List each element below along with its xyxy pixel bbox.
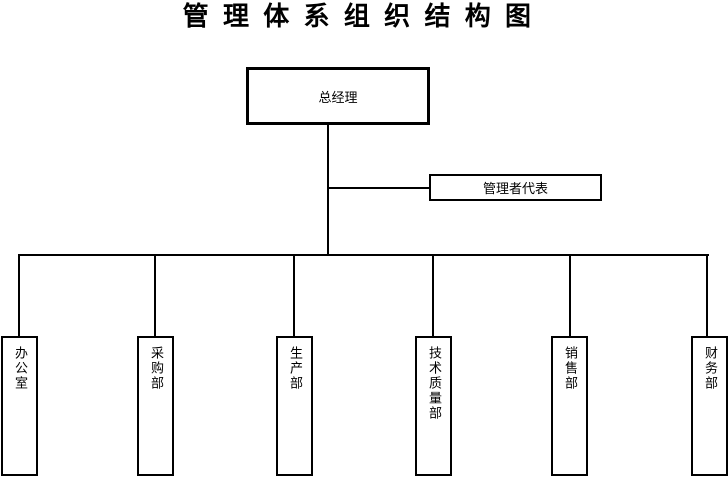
root-node-general-manager: 总经理 [246, 67, 430, 125]
department-label: 销售部 [562, 346, 577, 391]
department-node-tech-quality: 技术质量部 [415, 336, 452, 476]
distributor-line [18, 254, 709, 256]
department-label: 生产部 [287, 346, 302, 391]
department-label: 采购部 [148, 346, 163, 391]
department-node-production: 生产部 [276, 336, 313, 476]
department-label: 财务部 [702, 346, 717, 391]
department-node-finance: 财务部 [691, 336, 728, 476]
staff-connector-line [329, 187, 429, 189]
drop-line-sales [569, 256, 571, 336]
drop-line-purchasing [154, 256, 156, 336]
department-label: 技术质量部 [426, 346, 441, 421]
diagram-title: 管理体系组织结构图 [182, 2, 546, 32]
department-node-office: 办公室 [1, 336, 38, 476]
department-node-sales: 销售部 [551, 336, 588, 476]
department-label: 办公室 [12, 346, 27, 391]
staff-node-label: 管理者代表 [482, 182, 548, 197]
root-node-label: 总经理 [318, 90, 358, 106]
drop-line-finance [706, 256, 708, 336]
staff-node-management-representative: 管理者代表 [429, 174, 602, 201]
trunk-connector-line [327, 124, 329, 255]
drop-line-office [18, 256, 20, 336]
department-node-purchasing: 采购部 [137, 336, 174, 476]
drop-line-production [293, 256, 295, 336]
drop-line-tech-quality [432, 256, 434, 336]
